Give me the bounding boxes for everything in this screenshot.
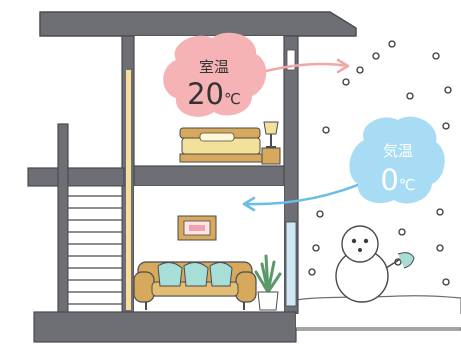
plant-icon (254, 254, 282, 311)
heat-loss-arrow (261, 58, 350, 74)
outdoor-label: 気温 (383, 142, 413, 160)
outdoor-temperature-bubble: 気温 0℃ (349, 116, 445, 204)
indoor-label: 室温 (199, 58, 229, 76)
roof (39, 11, 357, 37)
snowman-icon (335, 225, 415, 303)
indoor-temperature-bubble: 室温 20℃ (163, 32, 267, 117)
picture-frame-icon (177, 215, 217, 241)
right-wall (283, 35, 299, 317)
outdoor-value: 0 (380, 163, 398, 197)
foundation (33, 311, 461, 343)
staircase (57, 123, 123, 315)
indoor-value: 20 (187, 77, 224, 111)
mid-floor (27, 165, 285, 187)
sofa-icon (133, 261, 257, 310)
bed-icon (179, 127, 263, 163)
outdoor-unit: ℃ (399, 176, 416, 194)
lamp-icon (261, 121, 281, 165)
svg-text:0℃: 0℃ (380, 163, 415, 197)
cold-ingress-arrow (242, 178, 371, 212)
svg-text:20℃: 20℃ (187, 77, 241, 111)
indoor-unit: ℃ (224, 90, 241, 108)
insulation-left (126, 70, 131, 310)
